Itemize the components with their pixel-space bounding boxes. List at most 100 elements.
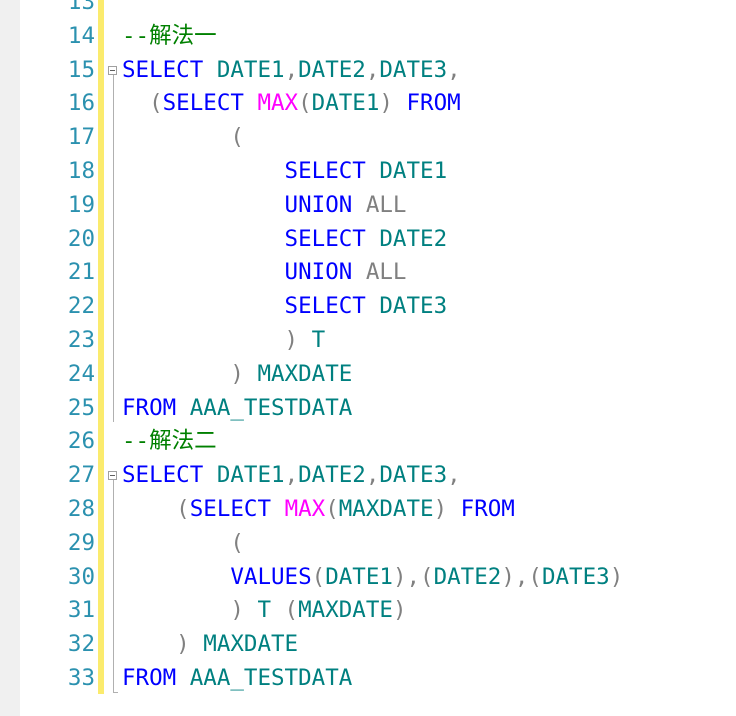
collapse-block-1-icon[interactable] [108,66,117,75]
code-line[interactable]: 21 UNION ALL [0,256,736,290]
code-token: ) [122,327,299,353]
code-text: --解法一 [122,20,217,54]
line-number: 25 [67,394,95,421]
code-token: DATE1 [325,563,393,590]
code-token: SELECT [162,90,244,117]
code-token: ( [311,563,326,590]
code-text: VALUES(DATE1),(DATE2),(DATE3) [122,561,623,595]
code-line[interactable]: 18 SELECT DATE1 [0,155,736,189]
code-token: UNION [122,191,353,218]
code-token: SELECT [122,56,204,83]
code-text: UNION ALL [122,256,407,290]
code-text: FROM AAA_TESTDATA [122,392,352,426]
code-token: ( [122,90,163,117]
code-token: SELECT [122,225,366,252]
code-text: ) T [122,324,326,358]
code-token: MAXDATE [243,360,353,387]
line-number: 32 [67,631,95,658]
code-line[interactable]: 28 (SELECT MAX(MAXDATE) FROM [0,493,736,527]
code-text: SELECT DATE1,DATE2,DATE3, [122,54,461,88]
line-number: 15 [67,56,95,83]
code-line[interactable]: 32 ) MAXDATE [0,628,736,662]
code-text: FROM AAA_TESTDATA [122,662,352,696]
code-token: ( [271,597,299,624]
code-token: ) [379,90,393,117]
code-token: --解法二 [122,428,217,455]
outline-end-block-2 [113,692,118,693]
line-number: 33 [67,665,95,691]
code-line[interactable]: 24 ) MAXDATE [0,358,736,392]
code-line[interactable]: 19 UNION ALL [0,189,736,223]
code-line[interactable]: 31 ) T (MAXDATE) [0,594,736,628]
code-token: , [447,462,461,489]
code-line[interactable]: 25 FROM AAA_TESTDATA [0,392,736,426]
code-line[interactable]: 26--解法二 [0,425,736,459]
line-number: 16 [67,90,95,117]
code-token: , [365,462,380,489]
code-token: T [298,327,326,353]
code-text: SELECT DATE1 [122,155,448,189]
code-line[interactable]: 13 [0,0,736,20]
code-text: ) MAXDATE [122,628,298,662]
code-token: UNION [122,259,353,286]
line-number: 20 [67,225,95,252]
code-token: DATE3 [379,462,448,489]
code-token: , [447,56,461,83]
outline-line-block-1 [113,75,114,422]
code-token: ( [122,124,244,151]
line-number: 29 [67,529,95,556]
code-line[interactable]: 33 FROM AAA_TESTDATA [0,662,736,696]
change-tracking-bar [98,0,104,694]
line-number: 21 [67,259,95,286]
code-text: ) MAXDATE [122,358,352,392]
code-token: MAXDATE [338,496,434,522]
code-text: (SELECT MAX(DATE1) FROM [122,87,461,121]
line-number: 18 [67,158,95,184]
line-number: 17 [67,124,95,151]
outline-line-block-2 [113,480,114,692]
code-text: ) T (MAXDATE) [122,594,406,628]
code-token: T [243,597,272,624]
collapse-block-2-icon[interactable] [108,471,117,480]
code-line[interactable]: 22 SELECT DATE3 [0,290,736,324]
code-text: SELECT DATE3 [122,290,448,324]
code-token: AAA_TESTDATA [176,665,353,691]
line-number: 14 [67,22,95,49]
line-number: 23 [67,327,95,353]
code-line[interactable]: 23 ) T [0,324,736,358]
code-token: DATE1 [203,56,285,83]
code-token: DATE1 [203,462,285,489]
code-token: MAX [284,496,326,522]
code-token: MAX [257,90,299,117]
code-token: ) [392,597,407,624]
code-token: ) [122,631,190,658]
code-token: ALL [352,259,407,286]
code-line[interactable]: 16 (SELECT MAX(DATE1) FROM [0,87,736,121]
line-number-gutter [20,0,96,716]
code-line[interactable]: 30 VALUES(DATE1),(DATE2),(DATE3) [0,561,736,595]
code-line[interactable]: 20 SELECT DATE2 [0,223,736,257]
code-token: DATE1 [365,158,448,184]
code-line[interactable]: 17 ( [0,121,736,155]
code-token: ) [122,597,244,624]
code-line[interactable]: 14 --解法一 [0,20,736,54]
code-token: DATE2 [298,462,366,489]
code-token: , [284,56,299,83]
line-number: 19 [67,191,95,218]
code-token: ( [325,496,339,522]
code-token: --解法一 [122,22,217,49]
line-number: 30 [67,563,95,590]
code-token: ) [433,496,448,522]
code-token: ALL [352,191,407,218]
code-token: DATE2 [433,563,502,590]
code-line[interactable]: 15 SELECT DATE1,DATE2,DATE3, [0,54,736,88]
code-token: ) [122,360,244,387]
code-text: SELECT DATE2 [122,223,448,257]
code-token: AAA_TESTDATA [176,394,353,421]
code-token: , [365,56,380,83]
code-line[interactable]: 29 ( [0,527,736,561]
code-token: ) [609,563,624,590]
code-text: ( [122,121,244,155]
line-number: 28 [67,496,95,522]
